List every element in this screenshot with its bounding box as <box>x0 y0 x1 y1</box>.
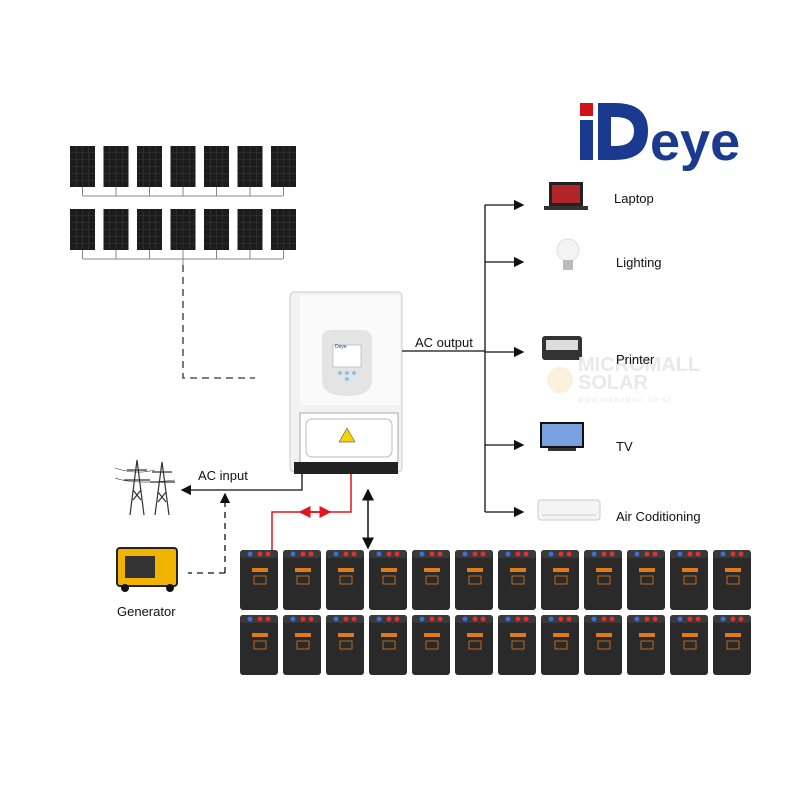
solar-panel <box>70 209 95 259</box>
battery <box>455 550 493 610</box>
bulb-icon <box>556 238 580 270</box>
load-label-printer: Printer <box>616 352 655 367</box>
battery <box>670 550 708 610</box>
solar-panel <box>103 146 129 196</box>
watermark: MICROMALL SOLAR WWW.MICROMALL.CO.NZ <box>578 354 701 410</box>
battery <box>455 615 493 675</box>
battery <box>584 615 622 675</box>
load-label-tv: TV <box>616 439 633 454</box>
hybrid-inverter: Deye <box>289 291 403 474</box>
printer-icon <box>542 336 582 360</box>
laptop-icon <box>544 182 588 210</box>
battery <box>713 615 751 675</box>
battery <box>283 615 321 675</box>
grid-tower-icon <box>114 459 176 516</box>
tv-icon <box>540 422 584 451</box>
solar-panel <box>137 146 162 196</box>
battery <box>498 615 536 675</box>
battery <box>369 615 407 675</box>
battery <box>541 615 579 675</box>
battery <box>240 615 278 675</box>
solar-panel <box>70 146 95 196</box>
solar-panel <box>271 209 296 259</box>
deye-logo: eye <box>580 103 740 172</box>
battery <box>498 550 536 610</box>
battery-bank <box>240 550 751 675</box>
battery <box>713 550 751 610</box>
ac-output-wiring <box>402 199 525 518</box>
battery <box>627 615 665 675</box>
watermark-line1: MICROMALL <box>578 354 701 376</box>
warning-icon <box>338 427 356 443</box>
generator-label: Generator <box>117 604 176 619</box>
ac-input-label: AC input <box>198 468 248 483</box>
battery <box>412 550 450 610</box>
solar-panel <box>237 209 263 259</box>
battery-wiring <box>271 474 374 550</box>
watermark-sun-icon <box>547 367 573 393</box>
battery <box>412 615 450 675</box>
battery <box>584 550 622 610</box>
solar-panel <box>103 209 129 259</box>
battery <box>369 550 407 610</box>
watermark-line2: SOLAR <box>578 372 648 394</box>
battery <box>670 615 708 675</box>
solar-array <box>70 146 296 265</box>
solar-panel <box>204 209 229 259</box>
air-conditioner-icon <box>537 499 601 521</box>
battery <box>326 550 364 610</box>
load-label-air-conditioning: Air Coditioning <box>616 509 701 524</box>
solar-panel <box>170 209 196 259</box>
load-label-laptop: Laptop <box>614 191 654 206</box>
svg-text:Deye: Deye <box>335 344 347 350</box>
battery <box>326 615 364 675</box>
battery <box>627 550 665 610</box>
solar-panel <box>170 146 196 196</box>
battery <box>541 550 579 610</box>
solar-panel <box>237 146 263 196</box>
generator-icon <box>116 547 178 592</box>
solar-panel <box>204 146 229 196</box>
solar-panel <box>137 209 162 259</box>
solar-panel <box>271 146 296 196</box>
watermark-url: WWW.MICROMALL.CO.NZ <box>578 398 672 404</box>
pv-dc-line <box>182 265 255 379</box>
load-label-lighting: Lighting <box>616 255 662 270</box>
ac-output-label: AC output <box>415 335 473 350</box>
battery <box>240 550 278 610</box>
battery <box>283 550 321 610</box>
ac-input-wiring <box>180 474 303 574</box>
svg-text:eye: eye <box>650 112 740 172</box>
